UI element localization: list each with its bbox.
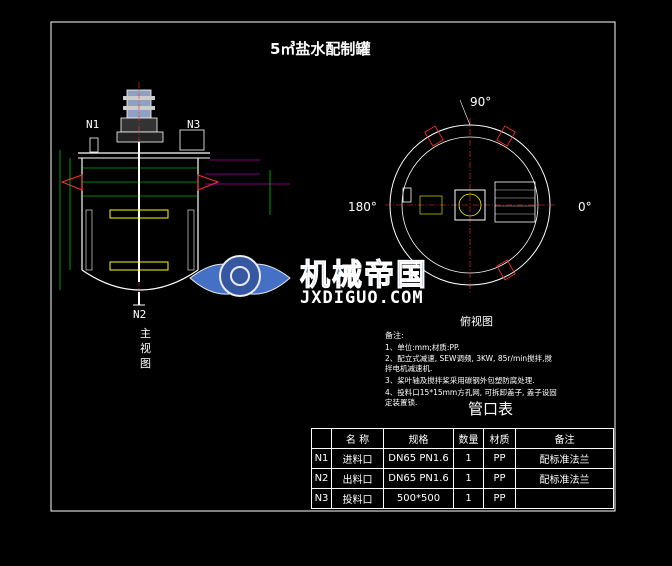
header-cell: 名 称 <box>331 428 384 449</box>
table-cell: N2 <box>311 468 332 489</box>
note-line: 拌电机减速机. <box>385 364 433 373</box>
notes-heading: 备注: <box>385 331 404 340</box>
nozzle-n3 <box>179 129 205 151</box>
impeller-upper <box>109 209 169 219</box>
shell-bottom <box>81 269 199 291</box>
table-cell: PP <box>483 488 516 509</box>
table-row: N2 出料口 DN65 PN1.6 1 PP 配标准法兰 <box>311 468 614 489</box>
table-cell: N3 <box>311 488 332 509</box>
note-line: 1、单位:mm;材质:PP. <box>385 343 460 352</box>
table-header-row: 名 称 规格 数量 材质 备注 <box>311 428 614 449</box>
header-cell: 备注 <box>515 428 614 449</box>
watermark-site: JXDIGUO.COM <box>300 288 424 308</box>
drawing-frame <box>50 21 616 512</box>
baffle-right <box>187 209 195 271</box>
motor-footprint <box>458 193 482 217</box>
drawing-title: 5㎥盐水配制罐 <box>270 40 371 58</box>
table-cell <box>515 488 614 509</box>
nozzle-n1 <box>89 137 99 153</box>
header-cell: 数量 <box>453 428 484 449</box>
table-row: N3 投料口 500*500 1 PP <box>311 488 614 509</box>
manhole-n3 <box>494 181 536 223</box>
bracket <box>419 195 443 215</box>
header-cell: 规格 <box>383 428 454 449</box>
motor-base-plate <box>454 189 486 221</box>
angle-0: 0° <box>578 200 592 214</box>
nozzle-n1-plan <box>402 187 412 203</box>
table-cell: PP <box>483 448 516 469</box>
watermark-logo <box>189 255 291 297</box>
table-cell: DN65 PN1.6 <box>383 448 454 469</box>
plan-view <box>385 99 555 292</box>
note-line: 定装置锁. <box>385 398 418 407</box>
label-n1: N1 <box>86 118 100 131</box>
nozzle-table: 名 称 规格 数量 材质 备注 N1 进料口 DN65 PN1.6 1 PP 配… <box>311 428 614 509</box>
header-cell: 材质 <box>483 428 516 449</box>
table-cell: 1 <box>453 448 484 469</box>
label-n2: N2 <box>133 308 147 321</box>
table-cell: N1 <box>311 448 332 469</box>
angle-90: 90° <box>470 95 492 109</box>
gear-emblem <box>219 255 261 297</box>
lug <box>496 125 516 147</box>
table-cell: 配标准法兰 <box>515 448 614 469</box>
angle-marker <box>459 99 471 126</box>
gear-hub <box>230 266 250 286</box>
note-line: 4、投料口15*15mm方孔网, 可拆卸盖子, 盖子设固 <box>385 388 557 397</box>
table-row: N1 进料口 DN65 PN1.6 1 PP 配标准法兰 <box>311 448 614 469</box>
front-view <box>59 82 290 306</box>
baffle-left <box>85 209 93 271</box>
table-cell: 配标准法兰 <box>515 468 614 489</box>
impeller-lower <box>109 261 169 271</box>
watermark-brand: 机械帝国 <box>300 258 428 294</box>
lug <box>424 125 444 147</box>
note-line: 3、桨叶轴及搅拌桨采用碳钢外包塑防腐处理. <box>385 376 535 385</box>
table-cell: 出料口 <box>331 468 384 489</box>
note-line: 2、配立式减速, SEW调频, 3KW, 85r/min搅拌,搅 <box>385 354 553 363</box>
nozzle-table-title: 管口表 <box>468 400 514 418</box>
table-cell: 1 <box>453 468 484 489</box>
table-cell: 500*500 <box>383 488 454 509</box>
table-cell: DN65 PN1.6 <box>383 468 454 489</box>
table-cell: 进料口 <box>331 448 384 469</box>
plan-view-label: 俯视图 <box>460 315 493 328</box>
table-cell: 1 <box>453 488 484 509</box>
support-lug-left <box>60 174 83 191</box>
angle-180: 180° <box>348 200 377 214</box>
front-view-label: 主视图 <box>140 327 151 370</box>
table-cell: 投料口 <box>331 488 384 509</box>
support-lug-right <box>197 174 220 191</box>
header-cell <box>311 428 332 449</box>
motor-mount <box>116 131 164 143</box>
label-n3: N3 <box>187 118 201 131</box>
table-cell: PP <box>483 468 516 489</box>
lug <box>496 259 516 281</box>
